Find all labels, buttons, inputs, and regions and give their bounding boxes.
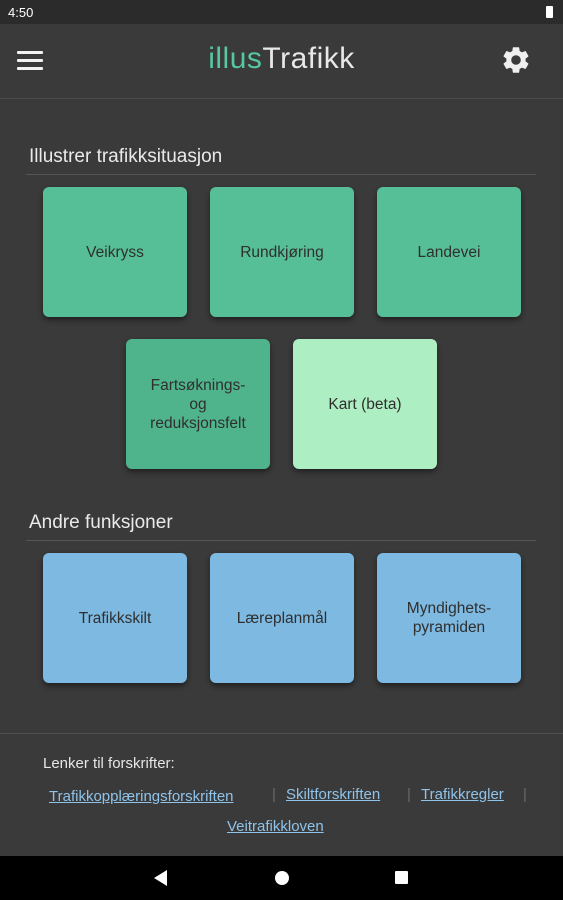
link-separator: | — [523, 786, 527, 803]
section-divider — [26, 174, 536, 175]
tile-laereplanmal[interactable]: Læreplanmål — [210, 553, 354, 683]
battery-icon — [546, 6, 553, 18]
tile-label: Veikryss — [86, 243, 144, 261]
tile-fartsokningsfelt[interactable]: Fartsøknings- og reduksjonsfelt — [126, 339, 270, 469]
section-divider — [26, 540, 536, 541]
tile-label: Myndighets-pyramiden — [406, 600, 492, 636]
tile-label: Rundkjøring — [240, 243, 324, 261]
status-bar: 4:50 — [0, 0, 563, 24]
app-title-part1: illus — [208, 42, 263, 75]
section-title-functions: Andre funksjoner — [29, 512, 173, 533]
app-title-part2: Trafikk — [262, 42, 355, 75]
tile-landevei[interactable]: Landevei — [377, 187, 521, 317]
link-veitrafikkloven[interactable]: Veitrafikkloven — [227, 818, 324, 835]
tile-myndighetspyramiden[interactable]: Myndighets-pyramiden — [377, 553, 521, 683]
tile-kart[interactable]: Kart (beta) — [293, 339, 437, 469]
link-separator: | — [272, 786, 276, 803]
tile-trafikkskilt[interactable]: Trafikkskilt — [43, 553, 187, 683]
app-title: illusTrafikk — [0, 42, 563, 76]
back-icon[interactable] — [154, 870, 168, 891]
tile-label: Kart (beta) — [328, 395, 402, 413]
status-time: 4:50 — [8, 5, 34, 20]
footer-divider — [0, 733, 563, 734]
tile-label: Landevei — [417, 243, 481, 261]
link-trafikkopplaeringsforskriften[interactable]: Trafikkopplæringsforskriften — [49, 788, 234, 805]
tile-rundkjoring[interactable]: Rundkjøring — [210, 187, 354, 317]
tile-label: Læreplanmål — [236, 609, 328, 627]
tile-label: Trafikkskilt — [78, 609, 152, 627]
tile-veikryss[interactable]: Veikryss — [43, 187, 187, 317]
recent-apps-icon[interactable] — [395, 871, 408, 884]
menu-icon[interactable] — [17, 51, 43, 71]
app-bar: illusTrafikk — [0, 24, 563, 99]
link-skiltforskriften[interactable]: Skiltforskriften — [286, 786, 381, 803]
section-title-situations: Illustrer trafikksituasjon — [29, 146, 223, 167]
gear-icon[interactable] — [500, 44, 532, 76]
footer-label: Lenker til forskrifter: — [43, 755, 175, 772]
tile-label: Fartsøknings- og reduksjonsfelt — [150, 376, 246, 432]
link-separator: | — [407, 786, 411, 803]
home-icon[interactable] — [275, 871, 289, 885]
link-trafikkregler[interactable]: Trafikkregler — [421, 786, 504, 803]
navigation-bar — [0, 856, 563, 900]
